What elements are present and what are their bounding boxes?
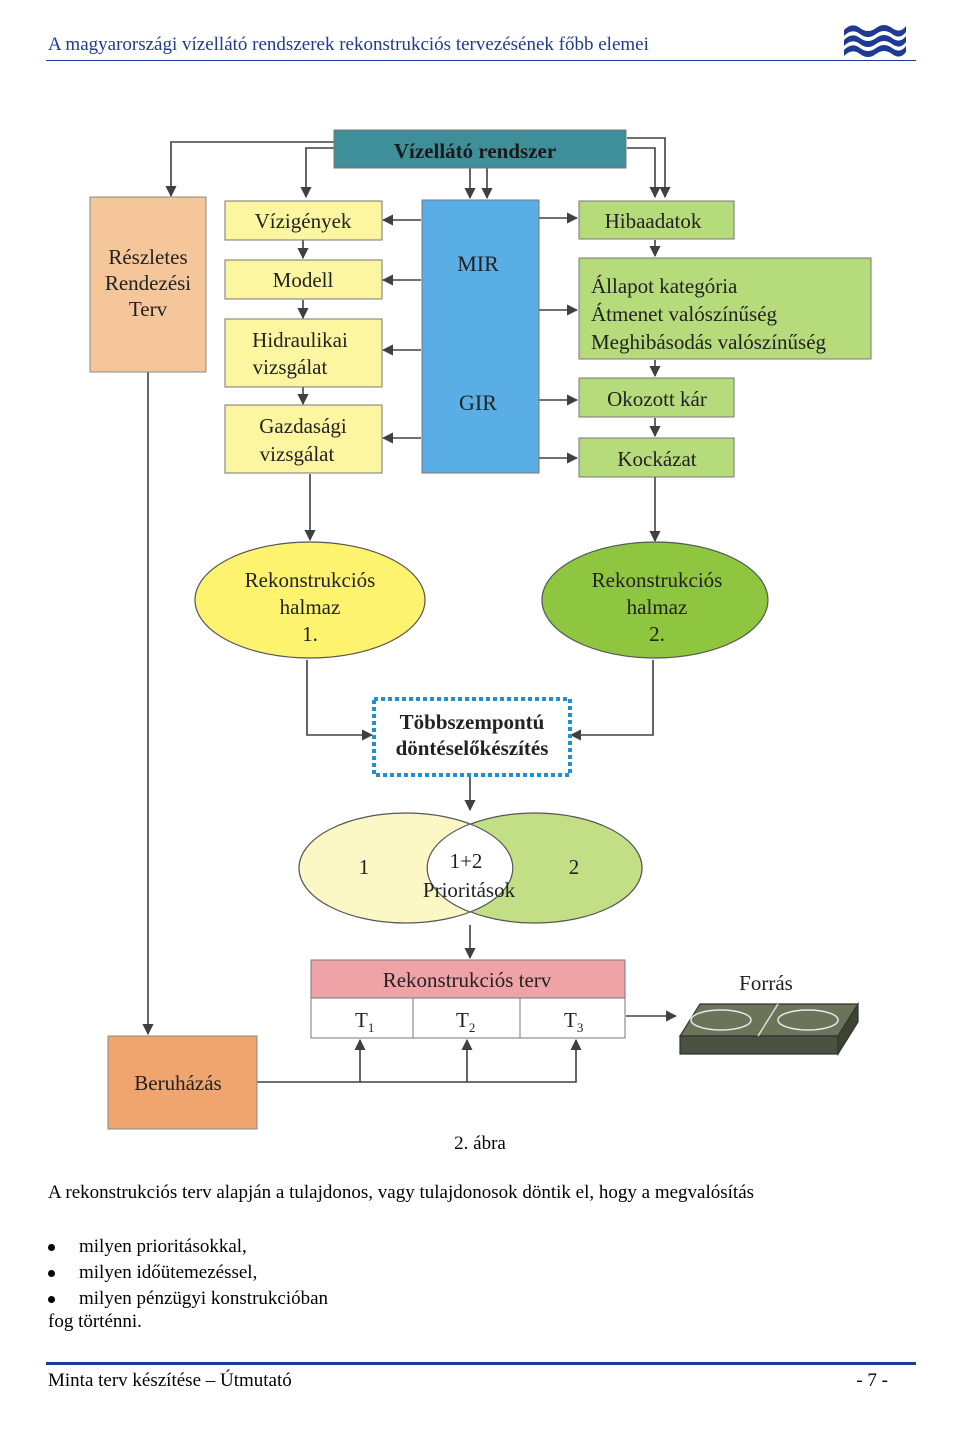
failure-data-label: Hibaadatok xyxy=(605,209,702,233)
reconstruction-set-2-line-3: 2. xyxy=(649,622,665,646)
risk-box xyxy=(578,437,735,478)
venn-intersection xyxy=(426,823,514,913)
bullet-item: milyen prioritásokkal, xyxy=(48,1234,328,1260)
detailed-plan-line-2: Rendezési xyxy=(105,271,191,295)
reconstruction-set-1-line-1: Rekonstrukciós xyxy=(245,568,376,592)
header-rule xyxy=(46,60,916,61)
condition-category-line-3: Meghibásodás valószínűség xyxy=(591,330,827,354)
detailed-plan-box xyxy=(89,196,207,373)
condition-category-line-1: Állapot kategória xyxy=(591,274,738,298)
economic-analysis-line-1: Gazdasági xyxy=(259,414,347,438)
figure-caption: 2. ábra xyxy=(454,1133,506,1154)
hydraulic-analysis-box xyxy=(224,318,383,388)
source-label: Forrás xyxy=(739,971,793,995)
gir-label: GIR xyxy=(459,390,497,415)
damage-box xyxy=(578,377,735,418)
model-label: Modell xyxy=(273,268,334,292)
condition-category-box xyxy=(578,257,872,360)
decision-support-line-2: döntéselőkészítés xyxy=(396,736,549,760)
investment-label: Beruházás xyxy=(134,1071,221,1095)
investment-box xyxy=(107,1035,258,1130)
reconstruction-set-1-line-3: 1. xyxy=(302,622,318,646)
detailed-plan-line-1: Részletes xyxy=(108,245,187,269)
reconstruction-set-1-line-2: halmaz xyxy=(280,595,341,619)
reconstruction-set-2-line-2: halmaz xyxy=(627,595,688,619)
waves-logo-icon xyxy=(844,25,906,57)
reconstruction-plan-header xyxy=(310,959,626,999)
hydraulic-analysis-line-1: Hidraulikai xyxy=(252,328,348,352)
water-system-label: Vízellátó rendszer xyxy=(394,139,556,163)
phase-t1: T1 xyxy=(355,1008,374,1035)
hydraulic-analysis-line-2: vizsgálat xyxy=(253,355,328,379)
water-demand-label: Vízigények xyxy=(255,209,352,233)
funding-source-icon xyxy=(678,1001,860,1057)
venn-center-line-2: Prioritások xyxy=(423,878,516,902)
decision-support-box xyxy=(372,697,572,777)
phase-t3: T3 xyxy=(564,1008,583,1035)
reconstruction-plan-title: Rekonstrukciós terv xyxy=(383,968,552,992)
footer-rule xyxy=(46,1362,916,1365)
damage-label: Okozott kár xyxy=(607,387,707,411)
page-header-title: A magyarországi vízellátó rendszerek rek… xyxy=(48,34,649,55)
water-system-box xyxy=(333,129,627,169)
economic-analysis-box xyxy=(224,404,383,474)
closing-line: fog történni. xyxy=(48,1311,142,1332)
phase-t2: T2 xyxy=(456,1008,475,1035)
risk-label: Kockázat xyxy=(617,447,696,471)
condition-category-line-2: Átmenet valószínűség xyxy=(591,302,778,326)
reconstruction-flow-diagram: Vízellátó rendszer Részletes Rendezési T… xyxy=(89,129,872,1130)
venn-label-2: 2 xyxy=(569,855,580,879)
failure-data-box xyxy=(578,200,735,240)
reconstruction-set-2-line-1: Rekonstrukciós xyxy=(592,568,723,592)
economic-analysis-line-2: vizsgálat xyxy=(260,442,335,466)
mir-label: MIR xyxy=(457,251,499,276)
footer-title: Minta terv készítése – Útmutató xyxy=(48,1370,292,1391)
connector-arrows xyxy=(142,137,678,1083)
bullet-item: milyen időütemezéssel, xyxy=(48,1260,328,1286)
water-demand-box xyxy=(224,200,383,241)
bullet-list: milyen prioritásokkal, milyen időütemezé… xyxy=(48,1234,328,1312)
bullet-item: milyen pénzügyi konstrukcióban xyxy=(48,1286,328,1312)
detailed-plan-line-3: Terv xyxy=(129,297,168,321)
venn-label-1: 1 xyxy=(359,855,370,879)
body-paragraph: A rekonstrukciós terv alapján a tulajdon… xyxy=(48,1182,755,1203)
mir-gir-box xyxy=(421,199,540,474)
page-number: - 7 - xyxy=(856,1370,888,1391)
reconstruction-plan-schedule xyxy=(310,997,626,1039)
reconstruction-set-2-ellipse xyxy=(541,541,769,659)
venn-center-line-1: 1+2 xyxy=(450,849,483,873)
decision-support-line-1: Többszempontú xyxy=(400,710,545,734)
reconstruction-set-1-ellipse xyxy=(194,541,426,659)
model-box xyxy=(224,259,383,300)
